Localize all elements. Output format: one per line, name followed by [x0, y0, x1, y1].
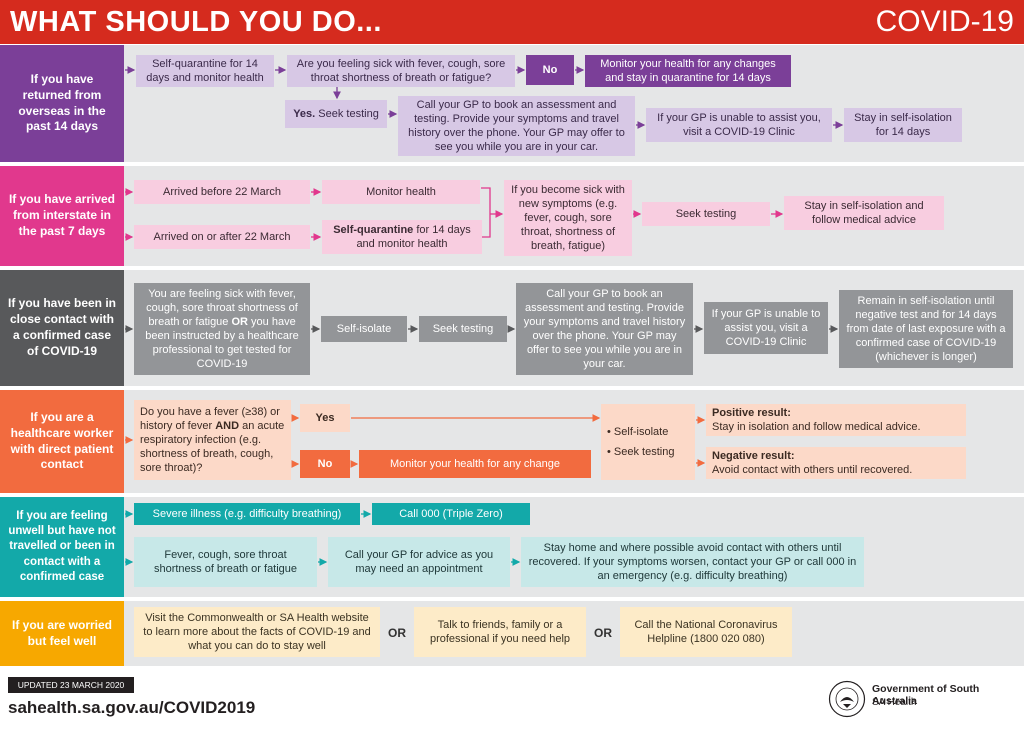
row-label-overseas: If you have returned from overseas in th… — [0, 45, 124, 162]
interstate-sq-bold: Self-quarantine — [333, 223, 414, 236]
overseas-call-gp-box: Call your GP to book an assessment and t… — [398, 96, 635, 156]
healthcare-positive-text: Stay in isolation and follow medical adv… — [712, 421, 921, 433]
contact-testing-box: Seek testing — [419, 316, 507, 342]
healthcare-question-a: Do you have a fever (≥38) or history of … — [140, 405, 280, 432]
worried-visit-box: Visit the Commonwealth or SA Health webs… — [134, 607, 380, 657]
unwell-fever-box: Fever, cough, sore throat shortness of b… — [134, 537, 317, 587]
interstate-arrows — [125, 187, 784, 241]
interstate-self-quarantine-box: Self-quarantine for 14 days and monitor … — [322, 220, 482, 254]
contact-feeling-b: you have been instructed by a healthcare… — [145, 315, 299, 371]
unwell-stay-home-box: Stay home and where possible avoid conta… — [521, 537, 864, 587]
healthcare-negative-title: Negative result: — [712, 449, 795, 462]
overseas-yes-text: Seek testing — [315, 107, 379, 120]
healthcare-positive-title: Positive result: — [712, 406, 791, 419]
covid-badge: COVID-19 — [875, 5, 1014, 38]
header-bar: WHAT SHOULD YOU DO... COVID-19 — [0, 0, 1024, 44]
healthcare-negative-box: Negative result: Avoid contact with othe… — [706, 447, 966, 479]
unwell-arrows — [125, 510, 521, 566]
healthcare-question-box: Do you have a fever (≥38) or history of … — [134, 400, 291, 480]
unwell-severe-box: Severe illness (e.g. difficulty breathin… — [134, 503, 360, 525]
unwell-call000-box: Call 000 (Triple Zero) — [372, 503, 530, 525]
contact-isolate-box: Self-isolate — [321, 316, 407, 342]
healthcare-bullet-isolate: • Self-isolate — [607, 425, 669, 438]
interstate-isolation-box: Stay in self-isolation and follow medica… — [784, 196, 944, 230]
overseas-clinic-box: If your GP is unable to assist you, visi… — [646, 108, 832, 142]
sa-crest-logo — [828, 680, 866, 718]
worried-or-2: OR — [594, 626, 612, 640]
healthcare-yes-box: Yes — [300, 404, 350, 432]
contact-feeling-or: OR — [231, 315, 248, 328]
updated-badge: UPDATED 23 MARCH 2020 — [8, 677, 134, 693]
healthcare-no-box: No — [300, 450, 350, 478]
interstate-testing-box: Seek testing — [642, 202, 770, 226]
overseas-yes-box: Yes. Seek testing — [285, 100, 387, 128]
interstate-monitor-box: Monitor health — [322, 180, 480, 204]
contact-clinic-box: If your GP is unable to assist you, visi… — [704, 302, 828, 354]
overseas-monitor-box: Monitor your health for any changes and … — [585, 55, 791, 87]
healthcare-question-b: an acute respiratory infection (e.g. sho… — [140, 419, 285, 475]
sa-health-text: SA Health — [872, 697, 917, 708]
interstate-sq-text: for 14 days and monitor health — [356, 223, 471, 250]
healthcare-bullet1-text: Self-isolate — [613, 425, 669, 438]
worried-talk-box: Talk to friends, family or a professiona… — [414, 607, 586, 657]
overseas-self-quarantine-box: Self-quarantine for 14 days and monitor … — [136, 55, 274, 87]
row-label-contact: If you have been in close contact with a… — [0, 270, 124, 386]
overseas-isolation-box: Stay in self-isolation for 14 days — [844, 108, 962, 142]
healthcare-bullet-testing: • Seek testing — [607, 446, 675, 458]
row-label-worried: If you are worried but feel well — [0, 601, 124, 666]
healthcare-question-and: AND — [215, 419, 240, 432]
healthcare-actions-box: • Self-isolate • Seek testing — [601, 404, 695, 480]
interstate-sick-box: If you become sick with new symptoms (e.… — [504, 180, 632, 256]
contact-call-gp-box: Call your GP to book an assessment and t… — [516, 283, 693, 375]
healthcare-arrows — [125, 414, 706, 468]
healthcare-monitor-box: Monitor your health for any change — [359, 450, 591, 478]
row-label-interstate: If you have arrived from interstate in t… — [0, 166, 124, 266]
footer-url[interactable]: sahealth.sa.gov.au/COVID2019 — [8, 698, 256, 717]
overseas-no-box: No — [526, 55, 574, 85]
page-title: WHAT SHOULD YOU DO... — [10, 6, 382, 38]
overseas-arrows — [125, 66, 844, 129]
overseas-yes-bold: Yes. — [293, 107, 316, 120]
gov-sa-text: Government of South Australia — [872, 683, 980, 707]
worried-helpline-box: Call the National Coronavirus Helpline (… — [620, 607, 792, 657]
contact-feeling-a: You are feeling sick with fever, cough, … — [146, 287, 298, 328]
interstate-before-box: Arrived before 22 March — [134, 180, 310, 204]
healthcare-negative-text: Avoid contact with others until recovere… — [712, 464, 913, 476]
healthcare-positive-box: Positive result: Stay in isolation and f… — [706, 404, 966, 436]
row-label-unwell: If you are feeling unwell but have not t… — [0, 497, 124, 597]
overseas-question-box: Are you feeling sick with fever, cough, … — [287, 55, 515, 87]
healthcare-bullet2-text: Seek testing — [613, 446, 675, 458]
contact-remain-box: Remain in self-isolation until negative … — [839, 290, 1013, 368]
unwell-call-gp-box: Call your GP for advice as you may need … — [328, 537, 510, 587]
contact-feeling-box: You are feeling sick with fever, cough, … — [134, 283, 310, 375]
worried-or-1: OR — [388, 626, 406, 640]
row-label-healthcare: If you are a healthcare worker with dire… — [0, 390, 124, 493]
interstate-after-box: Arrived on or after 22 March — [134, 225, 310, 249]
